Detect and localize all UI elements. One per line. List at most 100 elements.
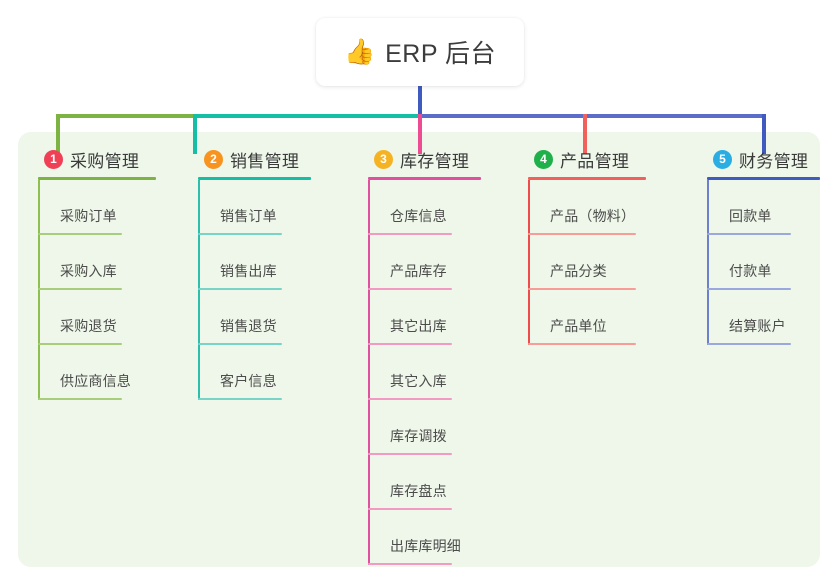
list-item[interactable]: 销售订单 [198,180,311,235]
list-item-label: 销售退货 [220,318,277,334]
list-item[interactable]: 采购退货 [38,290,156,345]
drop-line-column-1 [56,114,60,154]
column-header-1[interactable]: 1 采购管理 [38,146,156,172]
column-header-rule-4 [528,177,646,180]
list-item-rule [38,288,122,290]
list-item[interactable]: 采购入库 [38,235,156,290]
column-title-5: 财务管理 [739,151,809,171]
list-item-rule [368,563,452,565]
list-item-label: 其它出库 [390,318,447,334]
list-item-rule [368,508,452,510]
list-item-label: 供应商信息 [60,373,131,389]
column-spine-4 [528,180,530,345]
list-item-label: 库存调拨 [390,428,447,444]
column-title-2: 销售管理 [230,151,300,171]
column-header-2[interactable]: 2 销售管理 [198,146,311,172]
column-header-3[interactable]: 3 库存管理 [368,146,481,172]
column-header-rule-2 [198,177,311,180]
column-title-3: 库存管理 [400,151,470,171]
column-spine-1 [38,180,40,400]
list-item-rule [707,288,791,290]
column-badge-icon-1: 1 [44,149,63,169]
list-item[interactable]: 其它入库 [368,345,481,400]
list-item[interactable]: 销售退货 [198,290,311,345]
list-item[interactable]: 付款单 [707,235,820,290]
mindmap-panel [18,132,820,567]
column-1: 1 采购管理采购订单采购入库采购退货供应商信息 [38,146,156,400]
list-item[interactable]: 回款单 [707,180,820,235]
list-item-label: 产品库存 [390,263,447,279]
connector-bar-blue [418,114,766,118]
list-item[interactable]: 结算账户 [707,290,820,345]
list-item-rule [38,343,122,345]
column-header-rule-1 [38,177,156,180]
list-item[interactable]: 库存盘点 [368,455,481,510]
list-item-rule [368,398,452,400]
list-item-rule [368,453,452,455]
list-item-rule [528,288,636,290]
connector-bar-green [56,114,196,118]
list-item-label: 销售订单 [220,208,277,224]
column-items-3: 仓库信息产品库存其它出库其它入库库存调拨库存盘点出库库明细 [368,180,481,565]
column-items-2: 销售订单销售出库销售退货客户信息 [198,180,311,400]
list-item-rule [368,233,452,235]
list-item-label: 采购入库 [60,263,117,279]
list-item[interactable]: 库存调拨 [368,400,481,455]
list-item[interactable]: 仓库信息 [368,180,481,235]
list-item-label: 产品（物料） [550,208,636,224]
list-item[interactable]: 出库库明细 [368,510,481,565]
drop-line-column-3 [418,114,422,154]
list-item-rule [707,343,791,345]
root-node-card[interactable]: 👍 ERP 后台 [316,18,524,86]
list-item-rule [368,343,452,345]
column-spine-2 [198,180,200,400]
drop-line-column-4 [583,114,587,154]
list-item[interactable]: 供应商信息 [38,345,156,400]
list-item-rule [528,233,636,235]
column-header-5[interactable]: 5 财务管理 [707,146,820,172]
connector-bar-teal [193,114,421,118]
list-item[interactable]: 产品分类 [528,235,646,290]
list-item-label: 库存盘点 [390,483,447,499]
column-2: 2 销售管理销售订单销售出库销售退货客户信息 [198,146,311,400]
list-item-rule [198,343,282,345]
list-item[interactable]: 产品单位 [528,290,646,345]
column-header-rule-3 [368,177,481,180]
list-item-label: 仓库信息 [390,208,447,224]
list-item-label: 结算账户 [729,318,786,334]
thumbs-up-icon: 👍 [343,37,376,66]
list-item[interactable]: 客户信息 [198,345,311,400]
column-badge-icon-4: 4 [534,149,553,169]
list-item[interactable]: 产品库存 [368,235,481,290]
column-items-5: 回款单付款单结算账户 [707,180,820,345]
list-item-label: 产品单位 [550,318,607,334]
column-badge-icon-2: 2 [204,149,223,169]
list-item-rule [198,398,282,400]
list-item-label: 销售出库 [220,263,277,279]
list-item-label: 采购订单 [60,208,117,224]
column-badge-icon-5: 5 [713,149,732,169]
column-items-4: 产品（物料） 产品分类产品单位 [528,180,646,345]
list-item-label: 客户信息 [220,373,277,389]
list-item-rule [198,233,282,235]
list-item[interactable]: 采购订单 [38,180,156,235]
list-item-label: 产品分类 [550,263,607,279]
list-item-rule [198,288,282,290]
column-items-1: 采购订单采购入库采购退货供应商信息 [38,180,156,400]
list-item-label: 其它入库 [390,373,447,389]
list-item-label: 回款单 [729,208,772,224]
root-title: ERP 后台 [385,40,497,68]
drop-line-column-5 [762,114,766,154]
column-3: 3 库存管理仓库信息产品库存其它出库其它入库库存调拨库存盘点出库库明细 [368,146,481,565]
list-item-rule [368,288,452,290]
list-item[interactable]: 其它出库 [368,290,481,345]
list-item-rule [707,233,791,235]
column-title-1: 采购管理 [70,151,140,171]
column-badge-icon-3: 3 [374,149,393,169]
column-5: 5 财务管理回款单付款单结算账户 [707,146,820,345]
list-item[interactable]: 销售出库 [198,235,311,290]
column-spine-5 [707,180,709,345]
list-item[interactable]: 产品（物料） [528,180,646,235]
